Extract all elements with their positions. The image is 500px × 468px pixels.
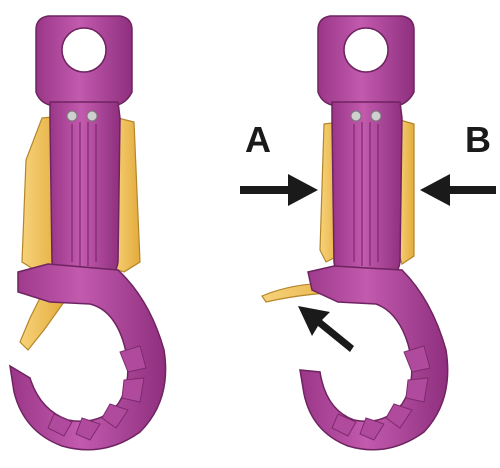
hook-shank xyxy=(332,102,402,282)
arrow-latch xyxy=(298,306,354,352)
eye-hole xyxy=(344,28,388,72)
hook-open xyxy=(262,16,448,450)
label-b: B xyxy=(465,119,491,160)
pin-icon xyxy=(67,111,77,121)
arrow-a xyxy=(240,174,318,206)
arrow-b xyxy=(420,174,496,206)
hook-shank xyxy=(50,102,120,282)
label-a: A xyxy=(245,119,271,160)
pin-icon xyxy=(351,111,361,121)
hook-closed xyxy=(10,16,166,450)
pin-icon xyxy=(371,111,381,121)
pin-icon xyxy=(87,111,97,121)
eye-hole xyxy=(62,28,106,72)
